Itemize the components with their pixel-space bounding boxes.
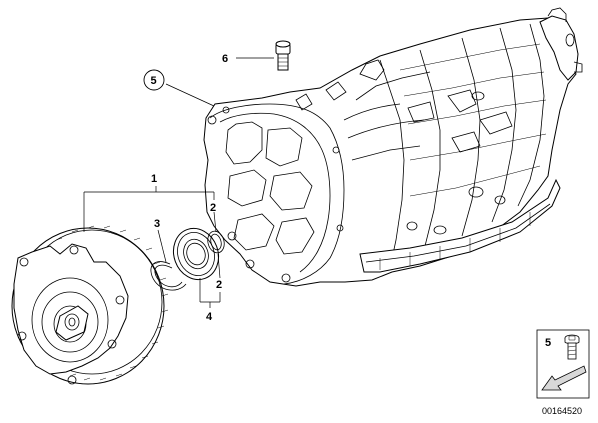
callout-6: 6	[222, 53, 228, 65]
breather-plug	[275, 40, 291, 71]
torque-converter	[11, 225, 169, 385]
bolt-icon	[564, 334, 580, 360]
arrow-icon	[541, 365, 587, 391]
part-number: 00164520	[542, 406, 582, 416]
callout-2-bottom: 2	[216, 279, 222, 291]
inset-label: 5	[545, 337, 551, 349]
callout-5-circle	[143, 69, 165, 91]
shaft-seal	[172, 227, 220, 281]
callout-2-top: 2	[210, 202, 216, 214]
callout-5: 5	[151, 75, 157, 87]
inset-box: 5	[536, 329, 590, 399]
callout-4: 4	[206, 311, 213, 323]
callout-1: 1	[151, 173, 157, 185]
leader-lines	[83, 57, 274, 308]
snap-ring	[150, 261, 187, 291]
o-ring	[207, 230, 225, 254]
transmission-housing	[203, 7, 583, 287]
callout-labels: 6 5 1 2 3 2 4	[143, 53, 228, 323]
callout-3: 3	[154, 218, 160, 230]
